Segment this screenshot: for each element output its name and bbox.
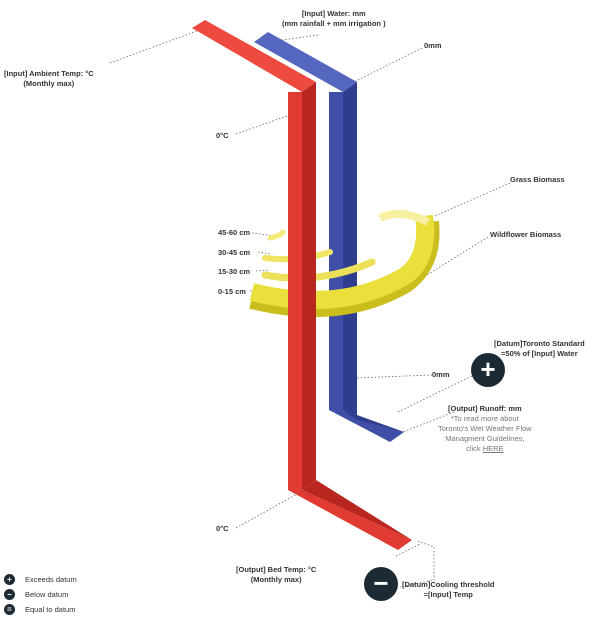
ambient-temp-sub: (Monthly max) — [23, 79, 75, 88]
temp-zero-bottom: 0°C — [216, 524, 229, 533]
temp-zero-top: 0°C — [216, 131, 229, 140]
legend: + Exceeds datum − Below datum = Equal to… — [4, 572, 77, 617]
equal-circle-icon: = — [4, 604, 15, 615]
input-water-sub: (mm rainfall + mm irrigation ) — [282, 19, 386, 28]
legend-equal-label: Equal to datum — [25, 605, 76, 614]
temperature-pipe — [192, 20, 412, 550]
datum-toronto-sub: =50% of [Input] Water — [501, 349, 578, 358]
output-bed-temp-title: [Output] Bed Temp: °C — [236, 565, 317, 574]
legend-item-equal: = Equal to datum — [4, 602, 77, 617]
grass-biomass-label: Grass Biomass — [510, 175, 565, 184]
minus-circle-icon: − — [4, 589, 15, 600]
legend-item-exceeds: + Exceeds datum — [4, 572, 77, 587]
input-water-title: [Input] Water: mm — [301, 9, 366, 18]
output-runoff-click: click — [466, 444, 481, 453]
output-runoff-note-2: Toronto's Wet Weather Flow — [438, 424, 532, 433]
water-zero-bottom: 0mm — [432, 370, 450, 379]
input-water-label: [Input] Water: mm (mm rainfall + mm irri… — [282, 9, 386, 29]
output-runoff-title: [Output] Runoff: mm — [447, 404, 522, 413]
depth-30-45-label: 30-45 cm — [218, 248, 251, 257]
datum-cooling-title: [Datum]Cooling threshold — [402, 580, 495, 589]
legend-item-below: − Below datum — [4, 587, 77, 602]
datum-cooling-sub: =[Input] Temp — [423, 590, 473, 599]
water-zero-top: 0mm — [424, 41, 442, 50]
datum-toronto-label: [Datum]Toronto Standard =50% of [Input] … — [494, 339, 585, 359]
legend-below-label: Below datum — [25, 590, 69, 599]
ambient-temp-label: [Input] Ambient Temp: °C (Monthly max) — [4, 69, 94, 89]
minus-icon[interactable]: − — [364, 567, 398, 601]
plus-circle-icon: + — [4, 574, 15, 585]
depth-15-30-label: 15-30 cm — [218, 267, 251, 276]
output-bed-temp-label: [Output] Bed Temp: °C (Monthly max) — [236, 565, 316, 585]
output-runoff-label: [Output] Runoff: mm *To read more about … — [438, 404, 532, 454]
output-bed-temp-sub: (Monthly max) — [250, 575, 302, 584]
depth-0-15-label: 0-15 cm — [218, 287, 246, 296]
ambient-temp-title: [Input] Ambient Temp: °C — [4, 69, 94, 78]
wildflower-biomass-label: Wildflower Biomass — [490, 230, 562, 239]
plus-icon[interactable]: + — [471, 353, 505, 387]
depth-45-60-label: 45-60 cm — [218, 228, 251, 237]
output-runoff-note-1: *To read more about — [450, 414, 519, 423]
water-pipe — [254, 32, 404, 442]
output-runoff-note-4: click HERE — [438, 444, 532, 454]
datum-toronto-title: [Datum]Toronto Standard — [494, 339, 585, 348]
output-runoff-note-3: Managment Guidelines, — [445, 434, 525, 443]
runoff-here-link[interactable]: HERE — [482, 444, 504, 453]
legend-exceeds-label: Exceeds datum — [25, 575, 77, 584]
datum-cooling-label: [Datum]Cooling threshold =[Input] Temp — [402, 580, 495, 600]
